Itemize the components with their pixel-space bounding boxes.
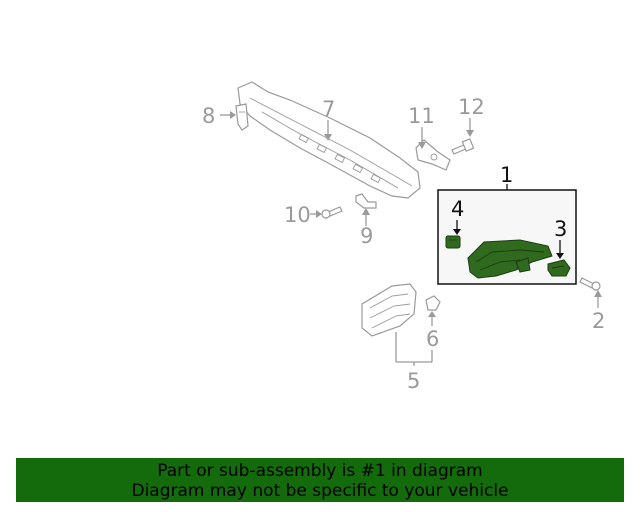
callout-5: 5 [407, 369, 420, 393]
part-9-clip[interactable] [355, 193, 377, 209]
banner-line-1: Part or sub-assembly is #1 in diagram [157, 461, 483, 481]
part-7-beam[interactable] [237, 81, 421, 199]
part-11-bracket[interactable] [415, 139, 451, 171]
part-3-bracket[interactable] [547, 259, 571, 277]
parts-diagram: 7 8 11 12 10 9 1 4 [202, 81, 605, 393]
callout-7: 7 [322, 97, 335, 121]
callout-4: 4 [451, 197, 464, 221]
callout-12: 12 [458, 95, 485, 119]
part-12-bolt[interactable] [451, 138, 475, 155]
part-4-clip[interactable] [445, 235, 461, 249]
part-1-bracket[interactable] [467, 239, 553, 279]
callout-10: 10 [284, 203, 311, 227]
part-5-panel[interactable] [361, 283, 417, 337]
part-2-bolt[interactable] [579, 277, 601, 291]
callout-9: 9 [360, 224, 373, 248]
callout-6: 6 [426, 327, 439, 351]
callout-3: 3 [554, 217, 567, 241]
info-banner: Part or sub-assembly is #1 in diagram Di… [16, 458, 624, 502]
callout-2: 2 [592, 309, 605, 333]
part-8-bracket[interactable] [235, 103, 249, 131]
part-6-clip[interactable] [425, 295, 441, 311]
callout-11: 11 [408, 104, 435, 128]
part-10-bolt[interactable] [321, 206, 343, 219]
callout-1: 1 [500, 163, 513, 187]
callout-8: 8 [202, 104, 215, 128]
banner-line-2: Diagram may not be specific to your vehi… [131, 481, 509, 501]
